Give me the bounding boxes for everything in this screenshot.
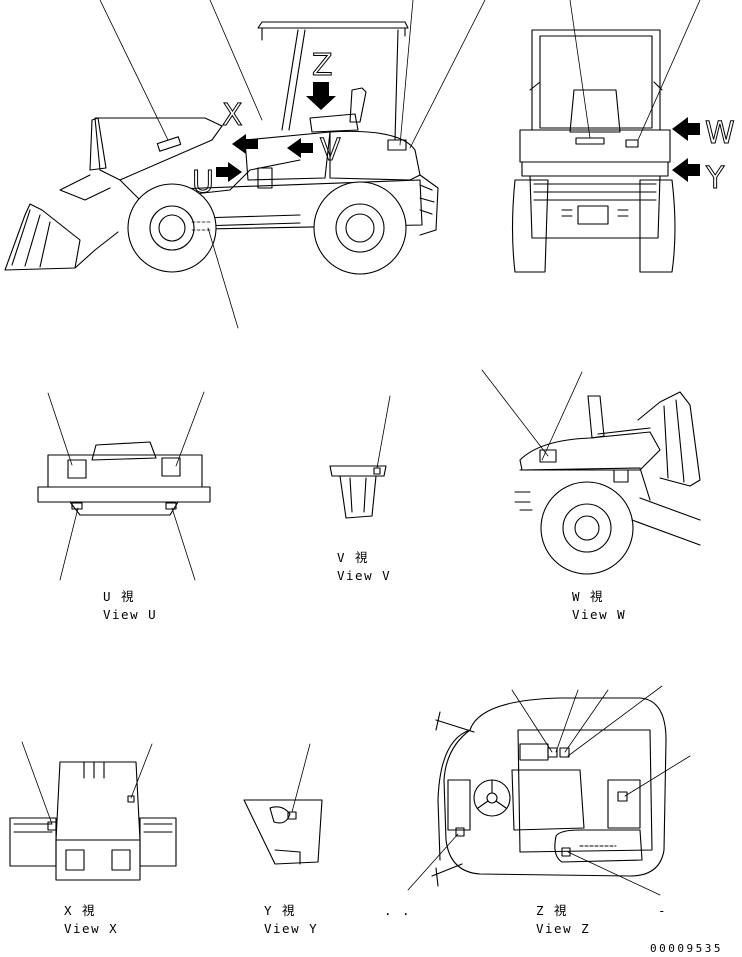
- arrow-left-icon: [672, 117, 700, 141]
- drawing-number: 00009535: [650, 942, 723, 955]
- caption-view-z-jp: Z 視: [536, 903, 568, 918]
- caption-view-u-jp: U 視: [103, 589, 135, 604]
- stray-dash: -: [658, 903, 667, 918]
- view-letter-y: Y: [705, 161, 725, 196]
- arrow-left-icon: [232, 134, 258, 154]
- view-letter-z: Z: [312, 48, 333, 83]
- view-y-drawing: Y 視 View Y: [243, 743, 323, 936]
- arrow-left-icon: [672, 158, 700, 182]
- caption-view-u-en: View U: [103, 607, 157, 622]
- view-w-drawing: W 視 View W: [481, 369, 701, 622]
- caption-view-y-en: View Y: [264, 921, 318, 936]
- arrow-right-icon: [216, 162, 242, 182]
- caption-view-v-en: View V: [337, 568, 391, 583]
- stray-dots: . .: [384, 903, 411, 918]
- caption-view-x-en: View X: [64, 921, 118, 936]
- view-letter-w: W: [705, 116, 735, 151]
- caption-view-v-jp: V 視: [337, 550, 369, 565]
- view-letter-u: U: [192, 165, 214, 200]
- caption-view-w-jp: W 視: [572, 589, 604, 604]
- loader-rear-view: W Y: [511, 0, 735, 273]
- caption-view-y-jp: Y 視: [264, 903, 296, 918]
- arrow-left-icon: [287, 138, 313, 158]
- arrow-down-icon: [306, 82, 336, 110]
- caption-view-z-en: View Z: [536, 921, 590, 936]
- view-letter-x: X: [222, 98, 243, 133]
- view-x-drawing: X 視 View X: [9, 741, 177, 936]
- view-z-drawing: Z 視 View Z: [407, 685, 691, 936]
- view-v-drawing: V 視 View V: [329, 395, 391, 583]
- caption-view-w-en: View W: [572, 607, 626, 622]
- loader-side-view: Z X U V: [4, 0, 486, 329]
- view-u-drawing: U 視 View U: [37, 391, 211, 622]
- view-letter-v: V: [320, 133, 341, 168]
- caption-view-x-jp: X 視: [64, 903, 96, 918]
